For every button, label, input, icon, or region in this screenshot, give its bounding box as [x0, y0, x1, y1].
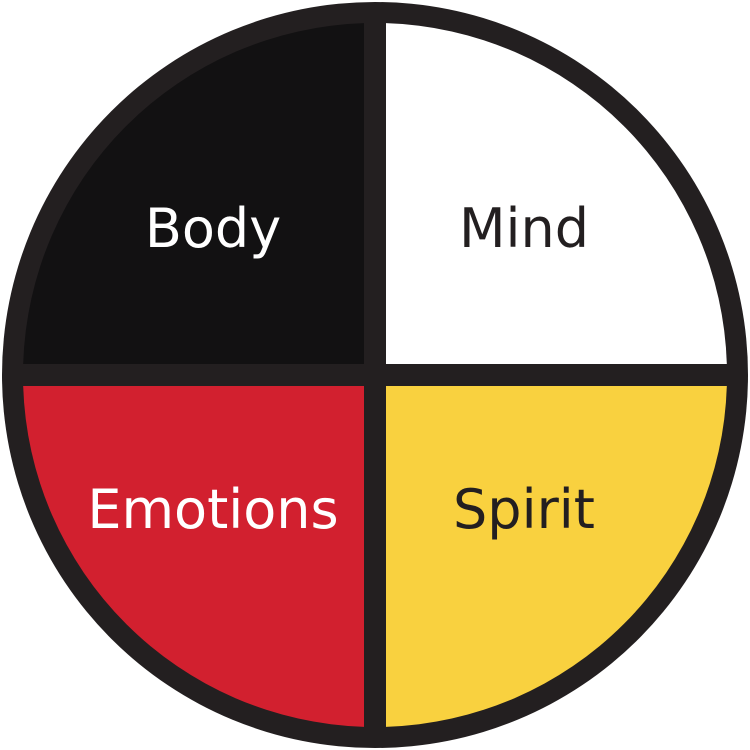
quadrant-label-emotions: Emotions: [87, 478, 338, 541]
quadrant-label-body: Body: [145, 197, 281, 260]
quadrant-label-mind: Mind: [459, 197, 589, 260]
quadrant-body: [23, 23, 364, 364]
quadrant-emotions: [23, 386, 364, 727]
quadrant-mind: [386, 23, 727, 364]
quadrant-label-spirit: Spirit: [453, 478, 595, 541]
quadrant-spirit: [386, 386, 727, 727]
